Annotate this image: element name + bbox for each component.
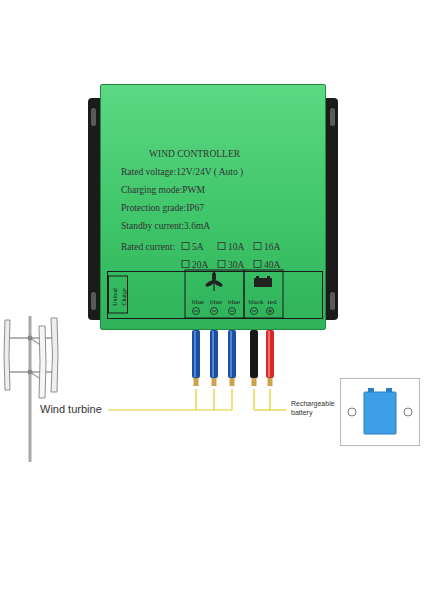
icon-blade	[205, 280, 214, 287]
battery-label: Rechargeable battery	[291, 400, 335, 416]
icon-blade	[212, 272, 215, 281]
checkbox-option: 5A	[192, 242, 204, 252]
icon-terminal	[267, 276, 270, 278]
wire-shine	[230, 331, 232, 377]
checkboxes	[182, 243, 261, 268]
checkbox	[254, 261, 261, 268]
mount-slot	[330, 108, 335, 126]
turbine-icon	[205, 272, 222, 291]
black-wire	[250, 330, 258, 378]
battery-terminal-box	[244, 270, 283, 318]
checkbox	[182, 261, 189, 268]
terminal-label: Unload	[112, 288, 118, 306]
wire-color: black	[248, 298, 263, 306]
mode-box	[109, 276, 128, 313]
wire-tip	[252, 378, 257, 386]
plus-sign	[270, 309, 271, 313]
panel-title: WIND CONTROLLER	[149, 149, 240, 159]
leader-line	[108, 409, 232, 410]
mount-slot	[91, 108, 96, 126]
leader-line	[254, 409, 286, 410]
screw-terminal	[193, 308, 200, 315]
mount-slot	[91, 292, 96, 310]
spec-line: Charging mode:PWM	[121, 185, 205, 195]
checkbox-option: 10A	[228, 242, 244, 252]
screw-terminal	[229, 308, 236, 315]
wire-tip	[194, 378, 199, 386]
panel-dividers	[109, 270, 284, 318]
turbine-hub	[28, 370, 33, 375]
red-wire	[266, 330, 274, 378]
checkbox-option: 16A	[264, 242, 280, 252]
screw-terminal	[251, 308, 258, 315]
spec-line: Standby current:3.6mA	[121, 221, 210, 231]
leader-lines	[108, 389, 286, 410]
terminal-hole	[348, 408, 356, 416]
battery-picture	[348, 388, 412, 434]
wire-color: blue	[228, 298, 240, 306]
checkbox-option: 30A	[228, 260, 244, 270]
turbine-blade	[39, 326, 46, 398]
terminal-label: Charge	[121, 288, 127, 305]
leader-line	[213, 389, 214, 410]
turbine-blade	[4, 320, 10, 390]
spec-line: Rated current:	[121, 242, 175, 252]
turbine-terminal-box	[185, 270, 244, 318]
wire-shine	[268, 331, 270, 377]
wire-shine	[194, 331, 196, 377]
leader-line	[269, 389, 270, 410]
checkbox	[218, 261, 225, 268]
icon-body	[254, 278, 272, 287]
battery-icon	[254, 276, 272, 287]
mount-slot	[330, 292, 335, 310]
wire-color: red	[268, 298, 277, 306]
leader-line	[253, 389, 254, 410]
controller-housing: WIND CONTROLLER Rated voltage:12V/24V ( A…	[100, 84, 326, 330]
minus-sign	[194, 311, 198, 312]
wire-tip	[230, 378, 235, 386]
turbine-mast	[29, 316, 32, 462]
blue-wire	[192, 330, 200, 378]
battery-terminal	[368, 388, 374, 392]
turbine-hub	[28, 336, 33, 341]
battery-terminal	[386, 388, 392, 392]
battery-box: Rechargeable battery	[340, 378, 420, 446]
minus-sign	[212, 311, 216, 312]
wire-tip	[268, 378, 273, 386]
screw-terminal	[267, 308, 274, 315]
icon-terminal	[256, 276, 259, 278]
leader-line	[195, 389, 196, 410]
minus-sign	[252, 311, 256, 312]
checkbox	[254, 243, 261, 250]
terminal-screws	[193, 308, 274, 315]
checkbox-option: 40A	[264, 260, 280, 270]
wire-color: blue	[210, 298, 222, 306]
blue-wire	[228, 330, 236, 378]
terminal-hole	[404, 408, 412, 416]
spec-line: Protection grade:IP67	[121, 203, 204, 213]
wire-shine	[212, 331, 214, 377]
turbine-blade	[51, 318, 58, 392]
screw-terminal	[211, 308, 218, 315]
checkbox-option: 20A	[192, 260, 208, 270]
spec-line: Rated voltage:12V/24V ( Auto )	[121, 167, 243, 177]
wire-color: blue	[192, 298, 204, 306]
minus-sign	[230, 311, 234, 312]
leader-line	[231, 389, 232, 410]
checkbox	[182, 243, 189, 250]
checkbox	[218, 243, 225, 250]
wires	[192, 330, 274, 386]
wire-tip	[212, 378, 217, 386]
battery-body	[364, 392, 396, 434]
wind-turbine-figure	[4, 316, 58, 462]
icon-blade	[213, 280, 222, 287]
callout-label: Wind turbine	[40, 403, 102, 415]
blue-wire	[210, 330, 218, 378]
